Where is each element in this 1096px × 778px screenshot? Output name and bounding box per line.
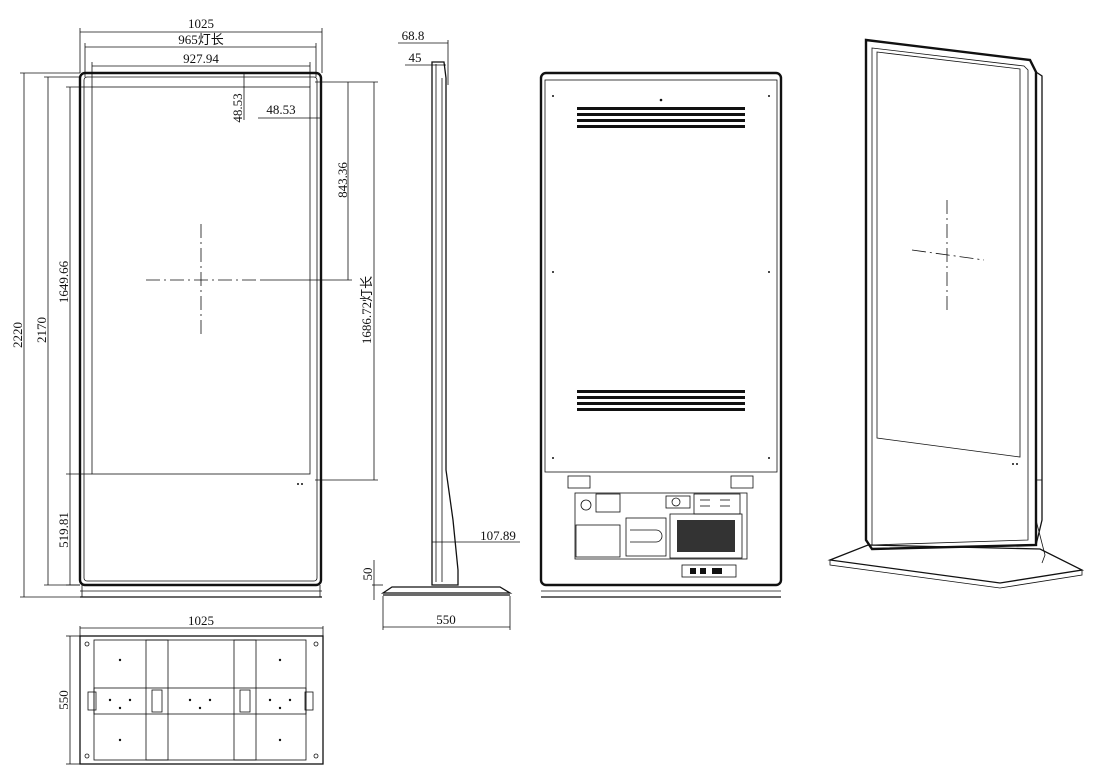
dim-border-side: 48.53 [266, 102, 295, 117]
dim-light-length-w: 965灯长 [178, 32, 224, 47]
base-rib-right [233, 639, 257, 761]
perspective-base [827, 544, 1085, 584]
dim-base-view-depth: 550 [56, 690, 71, 710]
perspective-view [827, 38, 1085, 589]
front-frame [78, 71, 323, 587]
rear-io-ports [681, 564, 737, 578]
rear-electronics [567, 475, 754, 578]
dim-lower-panel: 519.81 [56, 512, 71, 548]
perspective-frame [864, 38, 1038, 551]
dim-height-body: 2170 [34, 317, 49, 343]
base-rib-left [145, 639, 169, 761]
dim-base-thickness: 50 [360, 568, 375, 581]
rear-vent-upper [577, 107, 745, 128]
front-view: 1025 965灯长 927.94 48.53 48.53 843.36 168… [10, 16, 378, 598]
dim-screen-width: 927.94 [183, 51, 219, 66]
base-plate [79, 635, 324, 765]
dim-base-depth: 550 [436, 612, 456, 627]
front-screen [91, 86, 311, 475]
dim-half-light-height: 843.36 [335, 162, 350, 198]
side-base [380, 586, 513, 594]
perspective-screen [876, 51, 1021, 458]
dim-base-width: 1025 [188, 613, 214, 628]
dim-border-top: 48.53 [230, 93, 245, 122]
front-sensor-dot [297, 483, 299, 485]
rear-vent-lower [577, 390, 745, 411]
dim-screen-height: 1649.66 [56, 260, 71, 303]
perspective-centerline-h [911, 249, 985, 261]
base-view: 1025 550 [56, 613, 324, 765]
front-frame-inner [83, 76, 318, 582]
dim-panel-depth: 45 [409, 50, 422, 65]
rear-psu-grille [677, 520, 735, 552]
rear-frame [539, 71, 783, 587]
side-profile [431, 61, 459, 586]
side-view: 68.8 45 107.89 50 550 [360, 28, 520, 630]
rear-upper-panel [544, 79, 778, 473]
dim-light-length-h: 1686.72灯长 [359, 276, 374, 344]
dim-foot-height: 107.89 [480, 528, 516, 543]
rear-view [539, 71, 783, 598]
base-cross-bar [93, 687, 307, 715]
dim-height-overall: 2220 [10, 322, 25, 348]
dim-front-width: 1025 [188, 16, 214, 31]
dim-top-depth: 68.8 [402, 28, 425, 43]
